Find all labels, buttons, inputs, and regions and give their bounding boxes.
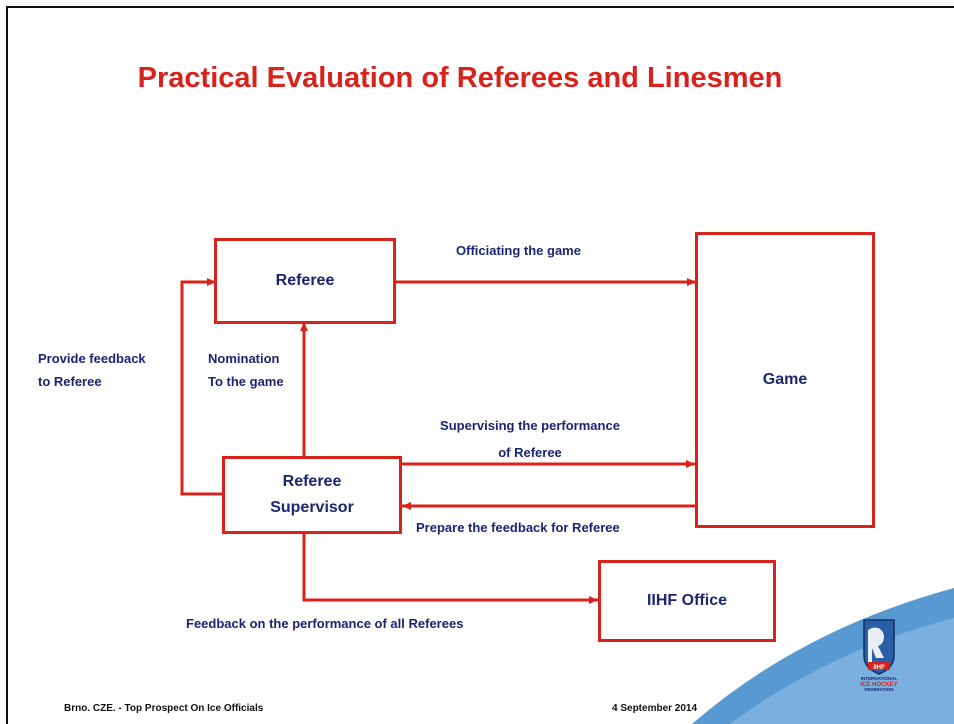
label-provide-feedback-line2: to Referee bbox=[38, 374, 102, 389]
label-nomination-line1: Nomination bbox=[208, 351, 280, 366]
label-supervising-line2: of Referee bbox=[498, 445, 562, 460]
node-referee-label: Referee bbox=[275, 272, 335, 289]
iihf-logo: IIHF INTERNATIONAL ICE HOCKEY FEDERATION bbox=[860, 619, 898, 692]
label-prepare-feedback: Prepare the feedback for Referee bbox=[416, 520, 620, 535]
logo-text-international: INTERNATIONAL bbox=[861, 676, 898, 681]
label-provide-feedback: Provide feedback to Referee bbox=[38, 347, 146, 393]
label-nomination: Nomination To the game bbox=[208, 347, 284, 393]
label-nomination-line2: To the game bbox=[208, 374, 284, 389]
footer-left: Brno. CZE. - Top Prospect On Ice Officia… bbox=[64, 703, 264, 714]
node-referee-supervisor-line1: Referee bbox=[282, 473, 342, 490]
edge-feedback-all bbox=[302, 532, 598, 604]
node-game: Game bbox=[695, 232, 875, 528]
edge-provide-feedback bbox=[180, 278, 224, 496]
logo-text-federation: FEDERATION bbox=[865, 687, 894, 692]
logo-text-icehockey: ICE HOCKEY bbox=[860, 682, 897, 688]
slide-title: Practical Evaluation of Referees and Lin… bbox=[137, 62, 783, 94]
node-referee-supervisor-line2: Supervisor bbox=[270, 499, 354, 516]
label-supervising: Supervising the performance of Referee bbox=[415, 412, 645, 466]
node-referee: Referee bbox=[214, 238, 396, 324]
node-iihf-office: IIHF Office bbox=[598, 560, 776, 642]
node-game-label: Game bbox=[762, 371, 808, 388]
slide-frame bbox=[6, 6, 954, 724]
label-provide-feedback-line1: Provide feedback bbox=[38, 351, 146, 366]
footer-date: 4 September 2014 bbox=[612, 703, 698, 714]
label-feedback-all: Feedback on the performance of all Refer… bbox=[186, 616, 464, 631]
node-referee-supervisor: Referee Supervisor bbox=[222, 456, 402, 534]
label-officiating: Officiating the game bbox=[456, 243, 581, 258]
logo-text-iihf: IIHF bbox=[873, 665, 885, 671]
node-iihf-office-label: IIHF Office bbox=[646, 592, 727, 609]
label-supervising-line1: Supervising the performance bbox=[440, 418, 620, 433]
